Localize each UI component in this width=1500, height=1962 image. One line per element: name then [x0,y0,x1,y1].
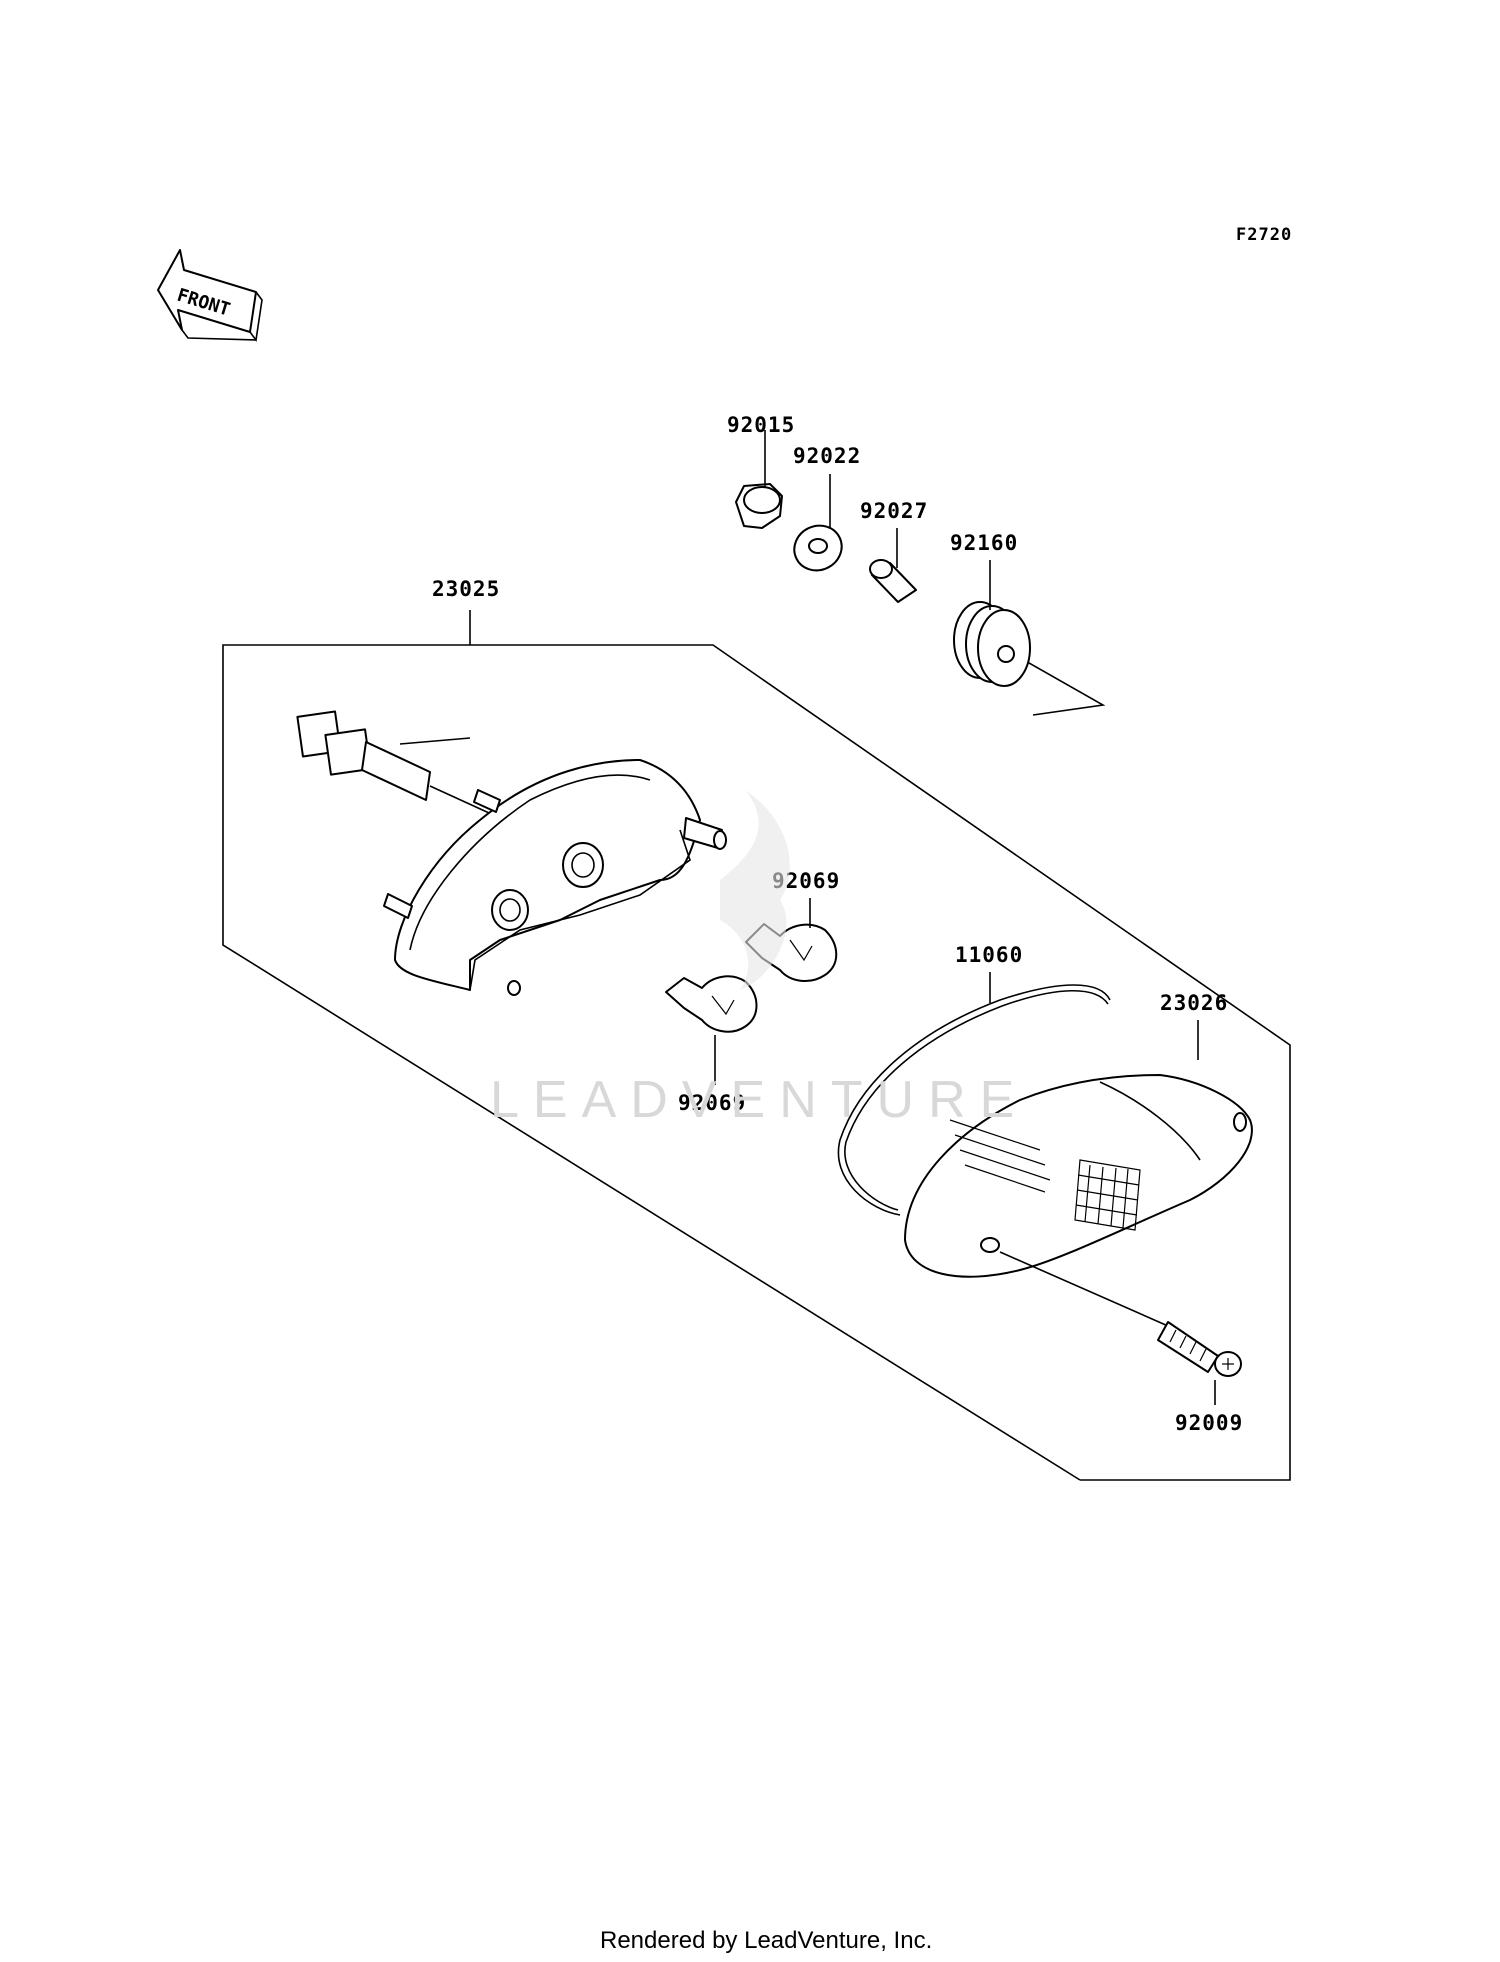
collar-part [869,528,917,603]
label-23026: 23026 [1160,991,1228,1015]
mount-reference-short [399,737,471,745]
label-92027: 92027 [860,499,928,523]
damper-part [953,560,1031,687]
mount-reference-line [1014,654,1106,716]
footer-credit: Rendered by LeadVenture, Inc. [600,1927,932,1954]
watermark-logo [720,790,790,990]
label-92009: 92009 [1175,1411,1243,1435]
taillight-housing [296,710,727,996]
gasket-part [837,972,1111,1216]
label-92022: 92022 [793,444,861,468]
label-92069-lower: 92069 [678,1091,746,1115]
label-11060: 11060 [955,943,1023,967]
watermark-text: LEADVENTURE [490,1071,1028,1129]
figure-code: F2720 [1236,225,1292,245]
washer-part [793,474,843,572]
screw-part [999,1251,1242,1405]
front-arrow-icon: FRONT [157,249,263,343]
bulb-lower-part [665,975,758,1085]
label-92015: 92015 [727,413,795,437]
nut-part [735,430,783,529]
label-23025: 23025 [432,577,500,601]
lens-part [904,1020,1253,1278]
assembly-outline [222,644,1291,1481]
label-92160: 92160 [950,531,1018,555]
